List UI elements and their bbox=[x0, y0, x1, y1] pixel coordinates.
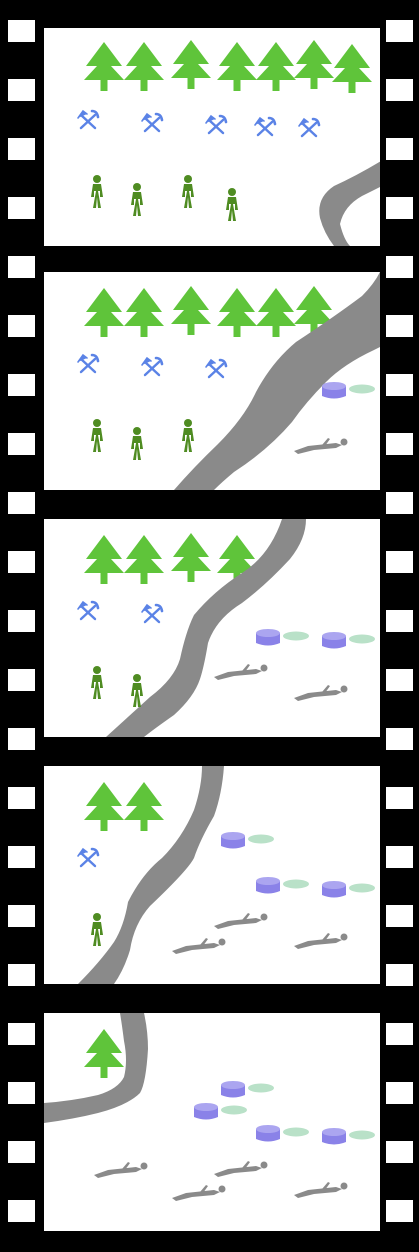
sprocket-hole-left bbox=[8, 20, 35, 42]
sprocket-hole-right bbox=[386, 138, 413, 160]
sprocket-hole-right bbox=[386, 669, 413, 691]
sprocket-hole-left bbox=[8, 256, 35, 278]
sprocket-hole-right bbox=[386, 1200, 413, 1222]
sprocket-hole-left bbox=[8, 1023, 35, 1045]
sprocket-hole-right bbox=[386, 1082, 413, 1104]
sprocket-hole-left bbox=[8, 551, 35, 573]
sprocket-hole-right bbox=[386, 846, 413, 868]
sprocket-hole-right bbox=[386, 315, 413, 337]
sprocket-hole-right bbox=[386, 256, 413, 278]
sprocket-hole-left bbox=[8, 79, 35, 101]
sprocket-hole-right bbox=[386, 610, 413, 632]
sprocket-hole-left bbox=[8, 315, 35, 337]
sprocket-hole-left bbox=[8, 197, 35, 219]
sprocket-hole-right bbox=[386, 551, 413, 573]
sprocket-hole-left bbox=[8, 1200, 35, 1222]
film-frame bbox=[44, 1013, 380, 1231]
sprocket-hole-left bbox=[8, 905, 35, 927]
sprocket-hole-left bbox=[8, 1082, 35, 1104]
sprocket-hole-left bbox=[8, 374, 35, 396]
sprocket-hole-right bbox=[386, 374, 413, 396]
sprocket-hole-left bbox=[8, 787, 35, 809]
sprocket-hole-left bbox=[8, 138, 35, 160]
sprocket-hole-right bbox=[386, 433, 413, 455]
sprocket-hole-left bbox=[8, 1141, 35, 1163]
sprocket-hole-left bbox=[8, 433, 35, 455]
sprocket-hole-right bbox=[386, 492, 413, 514]
film-frame bbox=[44, 766, 380, 984]
sprocket-hole-left bbox=[8, 492, 35, 514]
film-frame bbox=[44, 28, 419, 246]
sprocket-hole-right bbox=[386, 20, 413, 42]
sprocket-hole-left bbox=[8, 964, 35, 986]
sprocket-hole-left bbox=[8, 846, 35, 868]
sprocket-hole-right bbox=[386, 787, 413, 809]
sprocket-hole-right bbox=[386, 79, 413, 101]
sprocket-hole-right bbox=[386, 197, 413, 219]
sprocket-hole-right bbox=[386, 905, 413, 927]
sprocket-hole-right bbox=[386, 728, 413, 750]
sprocket-hole-left bbox=[8, 610, 35, 632]
sprocket-hole-right bbox=[386, 964, 413, 986]
sprocket-hole-left bbox=[8, 728, 35, 750]
sprocket-hole-right bbox=[386, 1141, 413, 1163]
film-frame bbox=[44, 519, 380, 737]
sprocket-hole-right bbox=[386, 1023, 413, 1045]
film-frame bbox=[44, 272, 419, 490]
sprocket-hole-left bbox=[8, 669, 35, 691]
